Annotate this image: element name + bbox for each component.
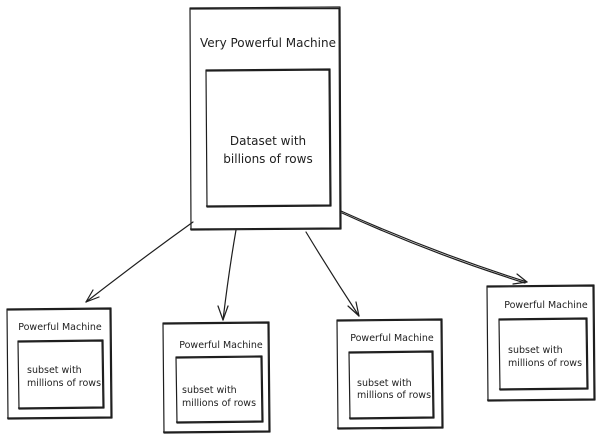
big-machine: Very Powerful Machine Dataset with billi…: [189, 6, 342, 231]
worker-title: Powerful Machine: [18, 322, 102, 333]
big-machine-title: Very Powerful Machine: [200, 36, 336, 50]
worker-machine-box: [6, 307, 113, 420]
subset-label-line2: millions of rows: [508, 358, 582, 369]
subset-label-line2: millions of rows: [357, 390, 431, 401]
worker-machine-1: Powerful Machine subset with millions of…: [6, 307, 113, 420]
worker-title: Powerful Machine: [179, 340, 263, 351]
worker-machine-box: [486, 284, 596, 402]
subset-box: [17, 339, 105, 410]
worker-machine-2: Powerful Machine subset with millions of…: [162, 321, 271, 434]
worker-machine-3: Powerful Machine subset with millions of…: [336, 318, 444, 430]
subset-box: [175, 355, 264, 424]
subset-label-line1: subset with: [508, 345, 563, 356]
arrow-to-machine-1: [85, 221, 194, 303]
subset-box: [348, 350, 435, 420]
arrow-to-machine-2: [217, 229, 237, 321]
subset-label-line1: subset with: [27, 365, 82, 376]
arrows: [85, 210, 528, 321]
subset-label-line2: millions of rows: [27, 378, 101, 389]
dataset-label-line1: Dataset with: [230, 134, 306, 148]
subset-label-line1: subset with: [182, 385, 237, 396]
subset-label-line2: millions of rows: [182, 398, 256, 409]
big-machine-box: [189, 6, 342, 231]
worker-machine-box: [336, 318, 444, 430]
arrow-to-machine-3: [305, 231, 360, 317]
worker-machine-box: [162, 321, 271, 434]
dataset-box: Dataset with billions of rows: [205, 68, 332, 208]
arrow-to-machine-4: [340, 210, 528, 285]
worker-title: Powerful Machine: [504, 300, 588, 311]
dataset-label-line2: billions of rows: [223, 152, 312, 166]
worker-title: Powerful Machine: [350, 333, 434, 344]
subset-label-line1: subset with: [357, 378, 412, 389]
subset-box: [498, 317, 589, 391]
worker-machine-4: Powerful Machine subset with millions of…: [486, 284, 596, 402]
